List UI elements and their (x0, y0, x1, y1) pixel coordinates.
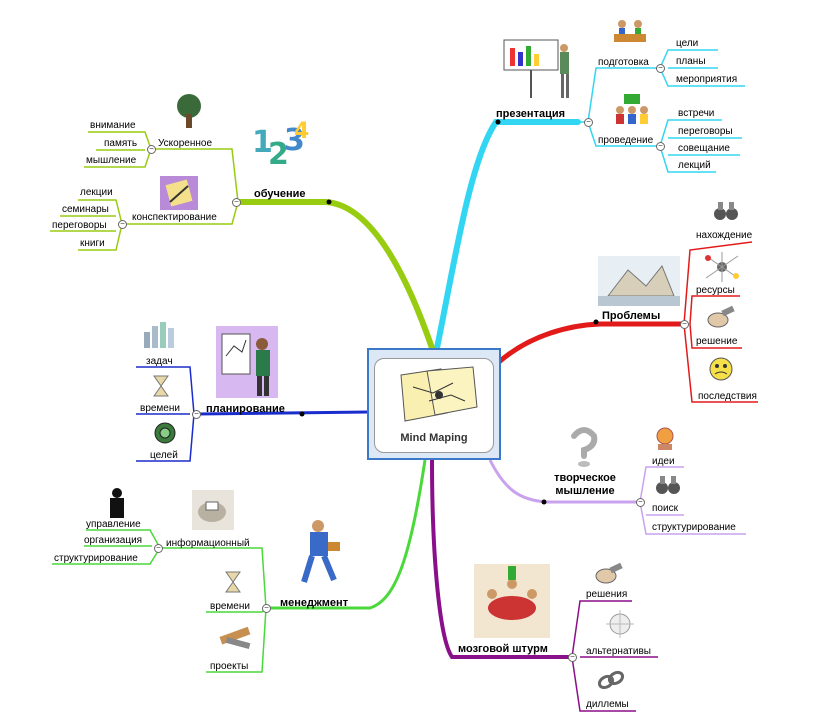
svg-text:1: 1 (252, 125, 273, 160)
collapse-toggle-management[interactable]: − (262, 604, 271, 613)
search-binoculars-icon (656, 476, 680, 494)
branch-learning[interactable]: обучение (254, 188, 306, 200)
node-conference[interactable]: совещание (678, 143, 730, 154)
branch-management[interactable]: менеджмент (280, 597, 349, 609)
node-meetings[interactable]: встречи (678, 108, 715, 119)
collapse-toggle-creative[interactable]: − (636, 498, 645, 507)
idea-clock-icon (656, 427, 674, 450)
node-informational[interactable]: информационный (166, 538, 250, 549)
central-topic-card: Mind Maping (374, 358, 494, 453)
node-memory[interactable]: память (104, 138, 138, 149)
collapse-toggle-presentation[interactable]: − (584, 118, 593, 127)
node-management-control[interactable]: управление (86, 519, 141, 530)
node-structuring-mgmt[interactable]: структурирование (54, 553, 138, 564)
node-negotiations[interactable]: переговоры (678, 126, 733, 137)
note-taking-icon (160, 176, 198, 210)
question-mark-icon (571, 427, 598, 467)
node-consequences[interactable]: последствия (698, 391, 757, 402)
branch-creative-thinking-line1: творческое (554, 472, 616, 484)
silhouette-icon (110, 488, 124, 518)
map-sketch-icon (400, 366, 478, 422)
problems-sketch-icon (598, 256, 680, 306)
node-projects[interactable]: проекты (210, 661, 249, 672)
tree-icon (177, 94, 201, 128)
node-tasks[interactable]: задач (146, 356, 173, 367)
round-table-meeting-icon (474, 564, 550, 638)
group-meeting-icon (616, 94, 648, 124)
svg-text:3: 3 (284, 123, 305, 158)
information-hands-icon (192, 490, 234, 530)
node-search[interactable]: поиск (652, 503, 678, 514)
node-dilemmas[interactable]: диллемы (586, 699, 629, 710)
binoculars-icon (714, 202, 738, 220)
collapse-toggle-note-taking[interactable]: − (118, 220, 127, 229)
branch-creative-thinking-line2: мышление (555, 485, 615, 497)
node-attention[interactable]: внимание (90, 120, 136, 131)
collapse-toggle-brainstorm[interactable]: − (568, 653, 577, 662)
branch-brainstorm[interactable]: мозговой штурм (458, 643, 548, 655)
svg-text:4: 4 (294, 119, 309, 144)
branch-planning[interactable]: планирование (206, 403, 285, 415)
numbers-icon: 1 2 3 4 (252, 119, 309, 172)
node-ideas[interactable]: идеи (652, 456, 675, 467)
hand-tool-icon (707, 305, 735, 328)
node-time-planning[interactable]: времени (140, 403, 180, 414)
solutions-hand-icon (595, 562, 623, 584)
meeting-table-icon (614, 20, 646, 42)
node-preparation[interactable]: подготовка (598, 57, 649, 68)
node-time-mgmt[interactable]: времени (210, 601, 250, 612)
presentation-board-icon (503, 39, 569, 98)
node-plans[interactable]: планы (676, 56, 706, 67)
node-events[interactable]: мероприятия (676, 74, 738, 85)
node-goals[interactable]: цели (676, 38, 699, 49)
collapse-toggle-learning[interactable]: − (232, 198, 241, 207)
node-note-taking[interactable]: конспектирование (132, 212, 217, 223)
node-negotiations-notes[interactable]: переговоры (52, 220, 107, 231)
node-accelerated[interactable]: Ускоренное (158, 138, 213, 149)
branch-presentation[interactable]: презентация (496, 108, 566, 120)
collapse-toggle-preparation[interactable]: − (656, 64, 665, 73)
collapse-toggle-accelerated[interactable]: − (147, 145, 156, 154)
node-resources[interactable]: ресурсы (696, 285, 735, 296)
node-seminars[interactable]: семинары (62, 204, 109, 215)
node-lectures-notes[interactable]: лекции (80, 187, 113, 198)
node-books[interactable]: книги (80, 238, 105, 249)
planning-presenter-icon (216, 326, 278, 398)
chain-links-icon (597, 670, 625, 690)
hourglass-time-icon (153, 375, 169, 397)
node-solution[interactable]: решение (696, 336, 738, 347)
node-finding[interactable]: нахождение (696, 230, 753, 241)
alternatives-icon (606, 610, 634, 638)
central-topic[interactable]: Mind Maping (367, 348, 501, 460)
node-decisions[interactable]: решения (586, 589, 628, 600)
collapse-toggle-planning[interactable]: − (192, 410, 201, 419)
collapse-toggle-informational[interactable]: − (154, 544, 163, 553)
svg-text:2: 2 (268, 137, 289, 172)
tools-projects-icon (219, 626, 251, 650)
node-thinking[interactable]: мышление (86, 155, 137, 166)
running-manager-icon (301, 520, 340, 583)
branch-problems[interactable]: Проблемы (602, 310, 661, 322)
collapse-toggle-problems[interactable]: − (680, 320, 689, 329)
collapse-toggle-conduct[interactable]: − (656, 142, 665, 151)
central-topic-title: Mind Maping (400, 432, 468, 444)
branch-creative-thinking[interactable]: творческое мышление (546, 472, 624, 498)
target-icon (154, 422, 176, 444)
bar-chart-3d-icon (144, 322, 174, 348)
node-conduct[interactable]: проведение (598, 135, 654, 146)
node-structuring[interactable]: структурирование (652, 522, 736, 533)
node-organization[interactable]: организация (84, 535, 143, 546)
node-goals-planning[interactable]: целей (150, 450, 178, 461)
node-alternatives[interactable]: альтернативы (586, 646, 651, 657)
consequences-icon (709, 357, 733, 381)
hourglass-icon (225, 571, 241, 593)
resources-network-icon (705, 252, 739, 282)
node-lectures[interactable]: лекций (678, 160, 711, 171)
